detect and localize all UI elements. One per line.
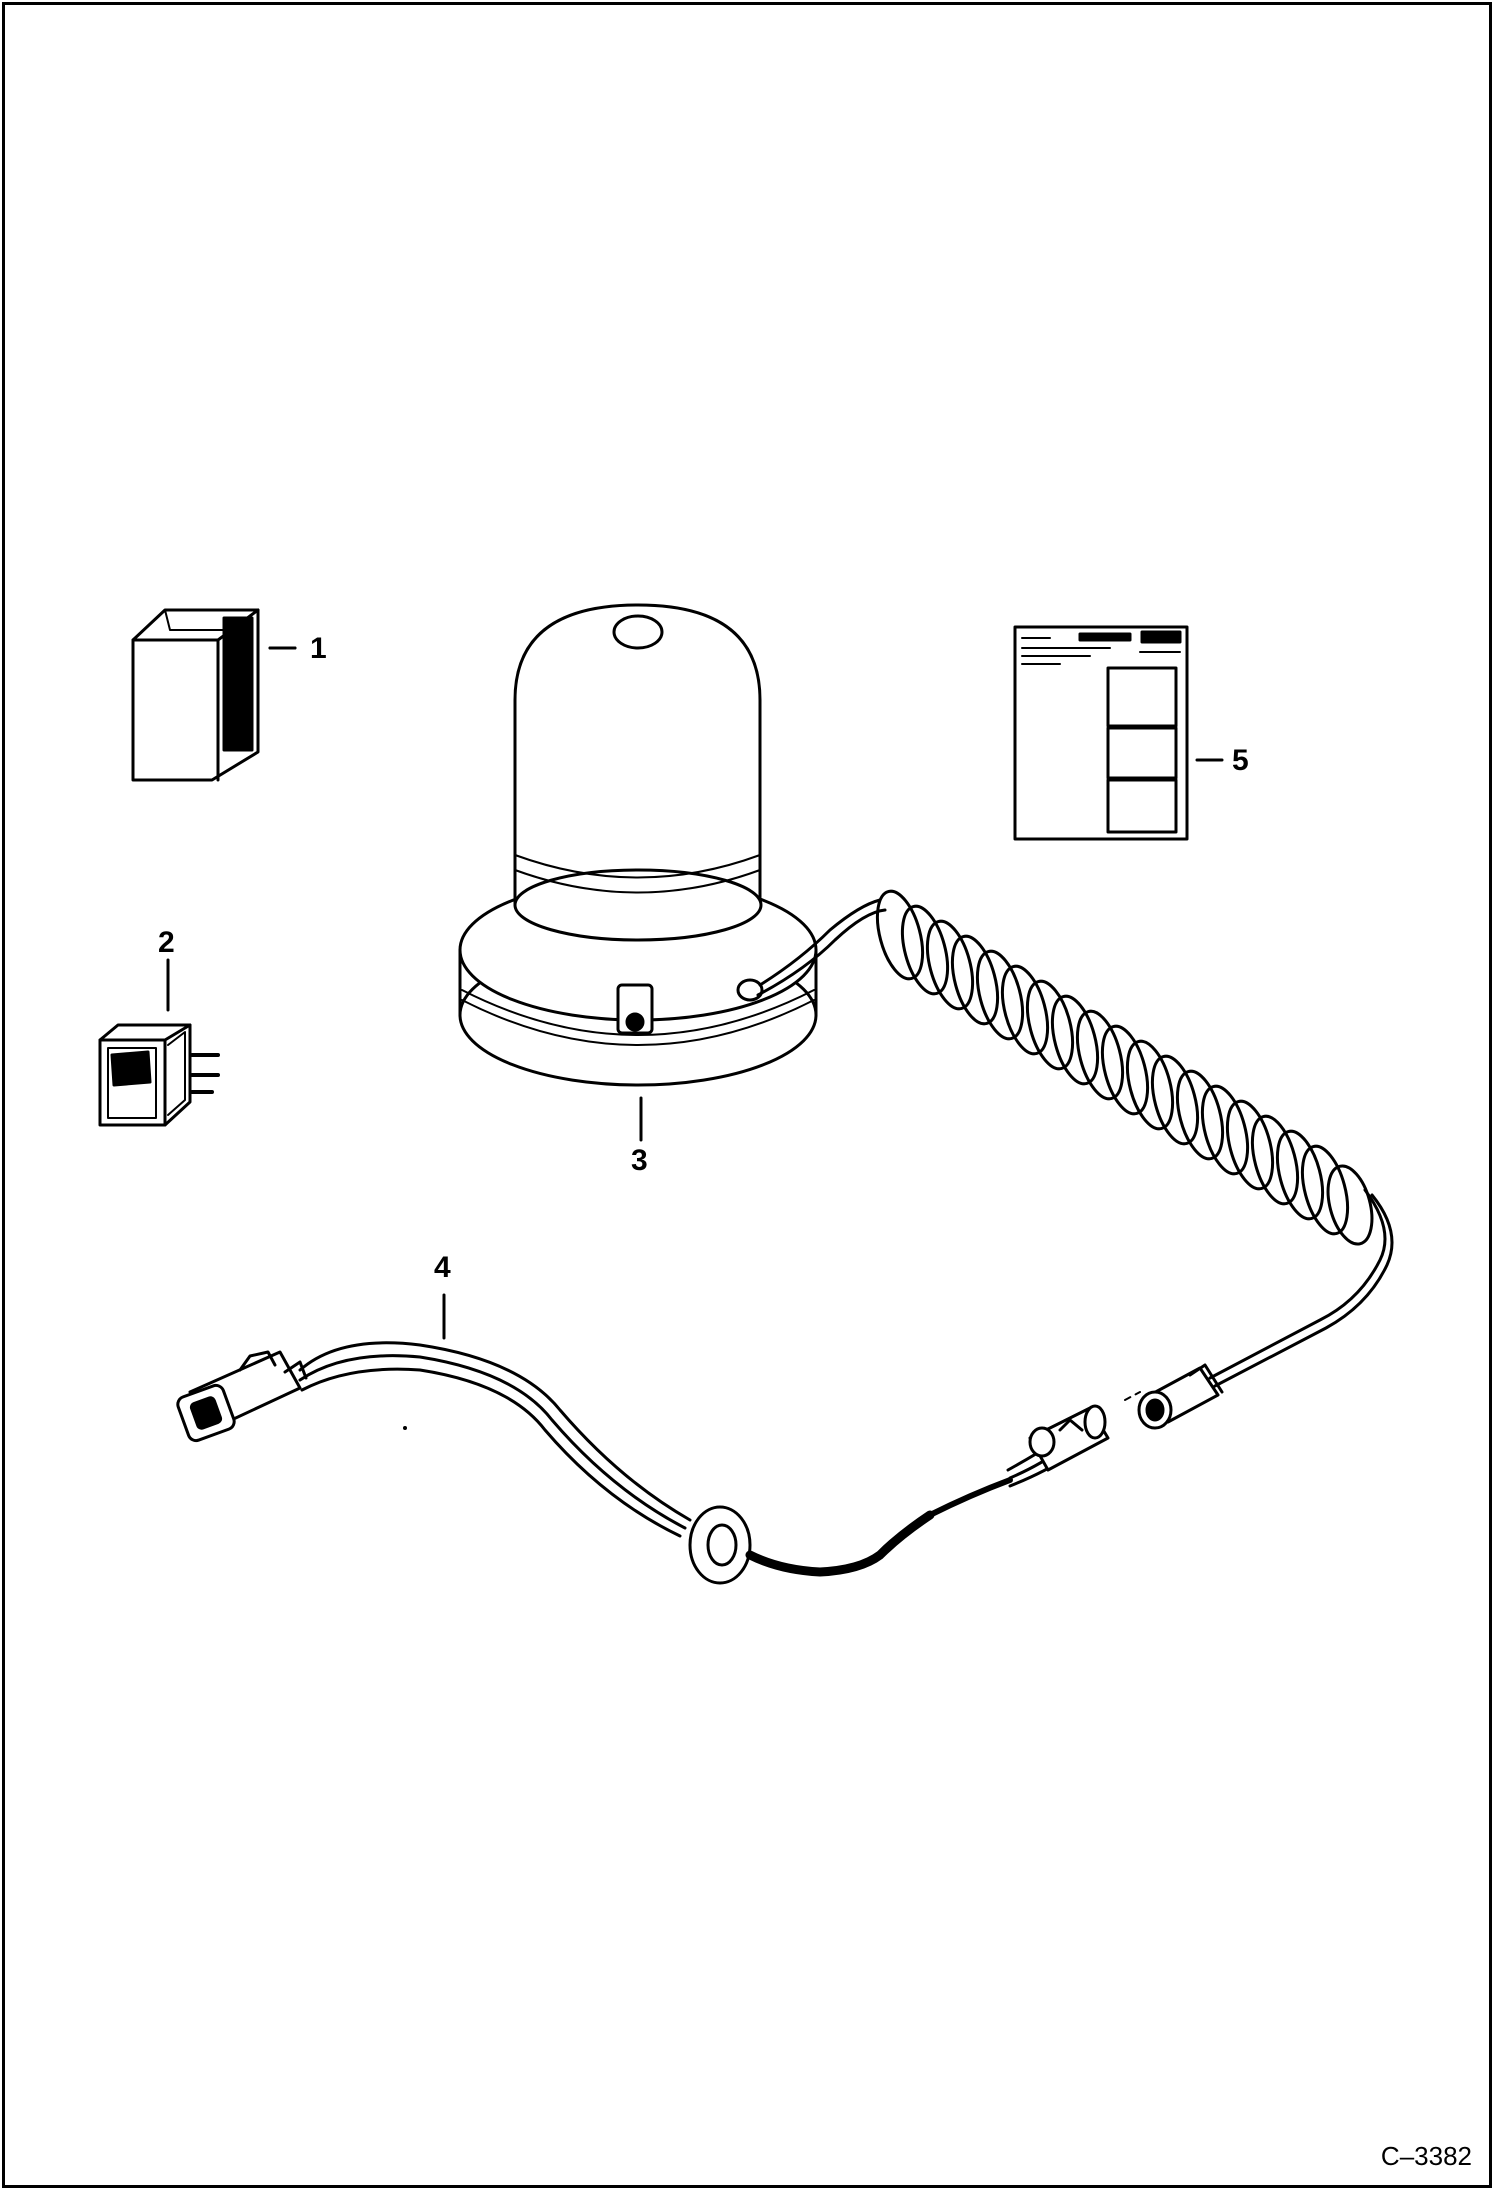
callout-3: 3 — [631, 1144, 648, 1177]
callout-5: 5 — [1232, 744, 1249, 777]
coil-cord-icon — [756, 889, 1394, 1430]
callout-1: 1 — [310, 632, 327, 665]
callout-2: 2 — [158, 926, 175, 959]
instruction-sheet-icon — [1013, 625, 1224, 841]
rocker-switch-icon — [98, 958, 220, 1127]
callout-4: 4 — [434, 1251, 451, 1284]
wiring-harness-icon — [176, 1293, 1141, 1585]
figure-code: C–3382 — [1380, 2141, 1472, 2171]
beacon-light-icon — [458, 603, 818, 1142]
speck — [403, 1426, 407, 1430]
fuse-block-icon — [131, 608, 297, 782]
